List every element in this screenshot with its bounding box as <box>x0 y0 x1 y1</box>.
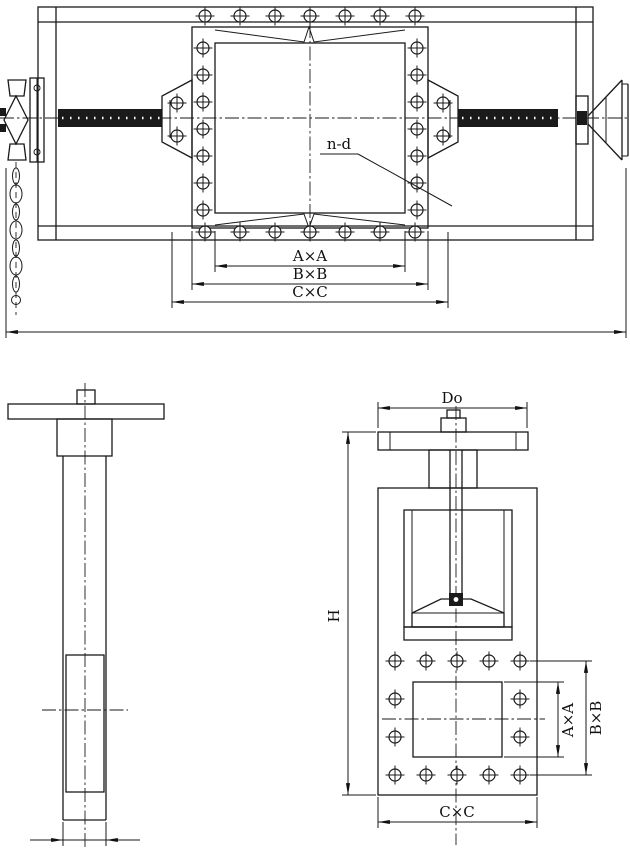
h-dimension: H <box>325 431 376 796</box>
front-view: Do <box>325 389 605 845</box>
valve-column <box>62 456 107 821</box>
dim-label-axa-top: A×A <box>292 247 327 265</box>
bolt-hole-icon <box>415 764 437 786</box>
dim-label-h: H <box>325 609 343 622</box>
bolt-hole-icon <box>406 118 428 140</box>
bonnet-box <box>56 418 113 457</box>
flange-opening <box>412 681 503 758</box>
hole-callout-label: n-d <box>327 135 352 153</box>
bolt-hole-icon <box>509 764 531 786</box>
handwheel-top <box>377 409 529 489</box>
bolt-hole-icon <box>192 199 214 221</box>
do-dimension: Do <box>377 389 528 428</box>
bolt-hole-icon <box>509 650 531 672</box>
bolt-hole-icon <box>446 764 468 786</box>
hole-count-callout: n-d <box>320 135 453 207</box>
bolt-hole-icon <box>192 64 214 86</box>
dim-label-axa-front: A×A <box>559 703 577 738</box>
bolt-hole-icon <box>406 37 428 59</box>
sprocket-diamond <box>3 94 29 146</box>
dim-label-cxc-front: C×C <box>439 803 475 821</box>
bolt-hole-icon <box>384 650 406 672</box>
chain-wheel <box>0 77 45 163</box>
right-screw-shaft <box>458 109 558 127</box>
bolt-hole-icon <box>192 37 214 59</box>
bolt-hole-icon <box>406 64 428 86</box>
right-handwheel <box>575 79 629 161</box>
stem-nut <box>76 389 96 405</box>
stem-neck <box>428 449 478 489</box>
bolt-hole-icon <box>415 650 437 672</box>
top-view-dimensions: A×A B×B C×C <box>5 168 627 338</box>
gate-plate <box>65 654 105 793</box>
bolt-hole-icon <box>192 118 214 140</box>
dim-label-bxb-top: B×B <box>293 265 328 283</box>
bolt-hole-icon <box>384 688 406 710</box>
dim-label-bxb-front: B×B <box>587 701 605 736</box>
top-flange-plate <box>7 403 165 420</box>
front-bxb-dimension: B×B <box>530 660 605 776</box>
dim-label-do: Do <box>441 389 462 407</box>
yoke-window <box>403 450 513 641</box>
bolt-hole-icon <box>478 650 500 672</box>
top-view: n-d A×A B×B C×C <box>0 5 630 338</box>
window-sill <box>403 626 513 641</box>
chain <box>9 162 23 315</box>
front-axa-dimension: A×A <box>504 681 577 758</box>
front-cxc-dimension: C×C <box>377 797 538 828</box>
side-view-dimension <box>30 822 140 846</box>
bolt-hole-icon <box>478 764 500 786</box>
right-gland <box>427 78 459 160</box>
bolt-hole-icon <box>446 650 468 672</box>
bolt-hole-icon <box>192 91 214 113</box>
bolt-hole-icon <box>384 726 406 748</box>
left-gland <box>161 78 193 160</box>
bolt-hole-icon <box>406 199 428 221</box>
side-view <box>7 383 165 848</box>
bolt-hole-icon <box>509 726 531 748</box>
dim-label-cxc-top: C×C <box>292 283 328 301</box>
bolt-hole-icon <box>192 145 214 167</box>
valve-body-front <box>377 487 538 796</box>
left-screw-shaft <box>58 109 162 127</box>
bolt-hole-icon <box>406 145 428 167</box>
front-view-bolt-holes <box>384 650 531 786</box>
bolt-hole-icon <box>509 688 531 710</box>
plate-break-line-top <box>214 25 406 43</box>
bolt-hole-icon <box>384 764 406 786</box>
bolt-hole-icon <box>406 91 428 113</box>
bolt-hole-icon <box>192 172 214 194</box>
